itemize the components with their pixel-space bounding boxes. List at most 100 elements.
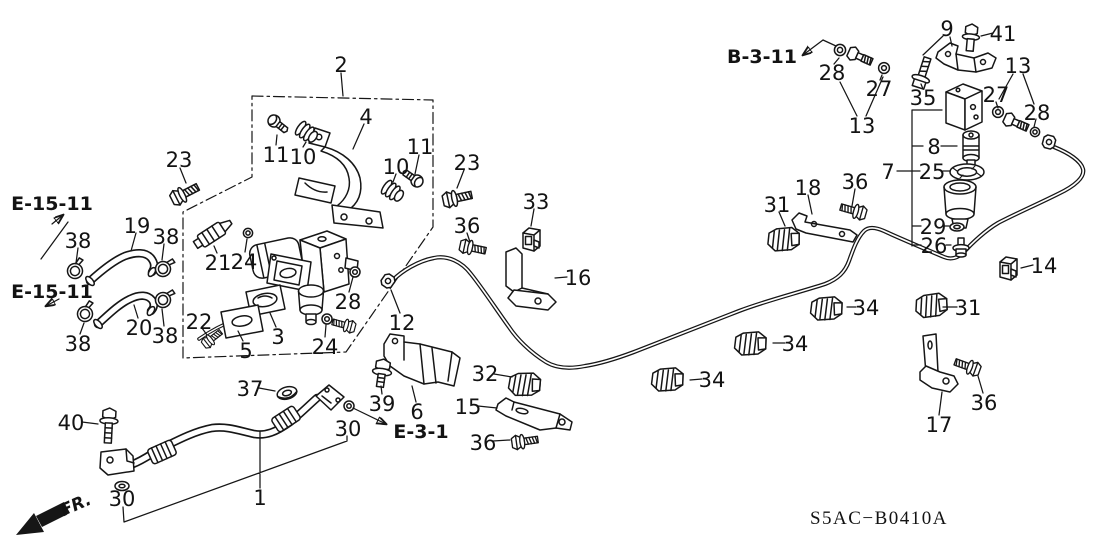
- part-label-41-39: 41: [990, 22, 1017, 46]
- part-label-30-29: 30: [109, 487, 136, 511]
- bolt-at-washer-24: [330, 315, 358, 335]
- part-label-18-49: 18: [795, 176, 822, 200]
- clip-34-c: [650, 364, 686, 395]
- stud-bolt-35: [911, 56, 932, 90]
- part-label-37-25: 37: [237, 377, 264, 401]
- elbow-fitting: [315, 384, 345, 411]
- pipe-nut-rear: [1040, 133, 1058, 151]
- ref-callout-E-15-11-1: E-15-11: [11, 281, 93, 303]
- bolt-39: [371, 358, 393, 389]
- part-label-5-15: 5: [239, 339, 252, 363]
- clip-14: [999, 256, 1018, 281]
- fr-label: FR.: [58, 490, 95, 521]
- clip-31-right: [914, 291, 949, 320]
- part-label-6-27: 6: [410, 400, 423, 424]
- part-label-30-31: 30: [335, 417, 362, 441]
- fuel-feed-pipe-12: [378, 133, 1086, 370]
- clip-34-b: [733, 328, 769, 359]
- part-label-34-56: 34: [699, 368, 726, 392]
- part-label-36-9: 36: [454, 214, 481, 238]
- pipe-nut-front: [378, 271, 398, 291]
- fuel-hose-assembly-1: [99, 384, 355, 492]
- fuel-hose-19: [85, 249, 159, 287]
- valve-assembly-3: [248, 230, 361, 326]
- part-label-11-2: 11: [263, 143, 290, 167]
- part-label-8-44: 8: [927, 135, 940, 159]
- part-label-38-24: 38: [152, 324, 179, 348]
- reference-arrows: [46, 39, 824, 424]
- fuel-hose-20: [93, 291, 159, 330]
- part-label-38-21: 38: [153, 225, 180, 249]
- part-label-23-7: 23: [454, 151, 481, 175]
- part-label-34-54: 34: [853, 296, 880, 320]
- bracket-6: [383, 333, 461, 387]
- part-label-34-55: 34: [782, 332, 809, 356]
- part-label-28-35: 28: [819, 61, 846, 85]
- part-label-16-10: 16: [565, 266, 592, 290]
- part-label-3-14: 3: [271, 325, 284, 349]
- bolt-23-left: [167, 179, 203, 208]
- joint-bolt-13-left: [845, 44, 876, 70]
- part-label-36-34: 36: [470, 431, 497, 455]
- part-label-23-6: 23: [166, 148, 193, 172]
- diagram-code: S5AC−B0410A: [810, 508, 948, 529]
- part-label-2-0: 2: [334, 53, 347, 77]
- part-label-19-19: 19: [124, 214, 151, 238]
- grommet-37: [276, 385, 298, 401]
- part-label-9-38: 9: [940, 17, 953, 41]
- part-label-27-42: 27: [983, 83, 1010, 107]
- leader-lines: [40, 32, 1037, 523]
- part-label-36-58: 36: [971, 391, 998, 415]
- part-label-13-37: 13: [849, 114, 876, 138]
- fr-direction-arrow: [16, 502, 70, 535]
- part-label-4-1: 4: [359, 105, 372, 129]
- bracket-18: [791, 212, 858, 243]
- bolt-23-right: [440, 186, 474, 210]
- hose-clamp-38-b: [153, 255, 177, 279]
- clip-34-a: [809, 293, 845, 324]
- part-label-12-11: 12: [389, 311, 416, 335]
- part-label-35-40: 35: [910, 86, 937, 110]
- bracket-15: [495, 397, 573, 431]
- part-label-14-52: 14: [1031, 254, 1058, 278]
- part-label-39-26: 39: [369, 392, 396, 416]
- part-label-31-51: 31: [764, 193, 791, 217]
- part-label-38-23: 38: [65, 332, 92, 356]
- part-label-38-20: 38: [65, 229, 92, 253]
- bolt-26: [952, 237, 970, 258]
- part-label-13-41: 13: [1005, 54, 1032, 78]
- ref-callout-B-3-11-2: B-3-11: [727, 46, 797, 68]
- part-label-24-13: 24: [312, 335, 339, 359]
- bolt-41: [961, 23, 981, 52]
- bracket-17: [919, 333, 959, 393]
- clip-33: [522, 227, 541, 252]
- fuel-filter-7: [943, 83, 985, 258]
- part-label-33-8: 33: [523, 190, 550, 214]
- plate-5: [197, 304, 264, 341]
- hose-clamp-38-d: [153, 286, 177, 310]
- part-label-21-17: 21: [205, 251, 232, 275]
- bracket-16: [505, 247, 557, 311]
- part-label-7-45: 7: [881, 160, 894, 184]
- part-label-20-22: 20: [126, 316, 153, 340]
- part-label-40-28: 40: [58, 411, 85, 435]
- part-label-25-46: 25: [919, 160, 946, 184]
- part-label-28-12: 28: [335, 290, 362, 314]
- part-label-27-36: 27: [866, 77, 893, 101]
- part-label-10-4: 10: [383, 155, 410, 179]
- part-label-1-30: 1: [253, 486, 266, 510]
- bolt-36-bracket15: [510, 431, 540, 451]
- part-label-22-16: 22: [186, 310, 213, 334]
- bracket-4: [294, 127, 384, 229]
- bolt-40: [99, 407, 119, 444]
- bolt-36-bracket17: [951, 354, 983, 379]
- part-label-31-53: 31: [955, 296, 982, 320]
- bolt-11-left: [264, 111, 292, 137]
- part-label-17-57: 17: [926, 413, 953, 437]
- part-label-10-3: 10: [290, 145, 317, 169]
- part-label-32-32: 32: [472, 362, 499, 386]
- part-label-24-18: 24: [231, 250, 258, 274]
